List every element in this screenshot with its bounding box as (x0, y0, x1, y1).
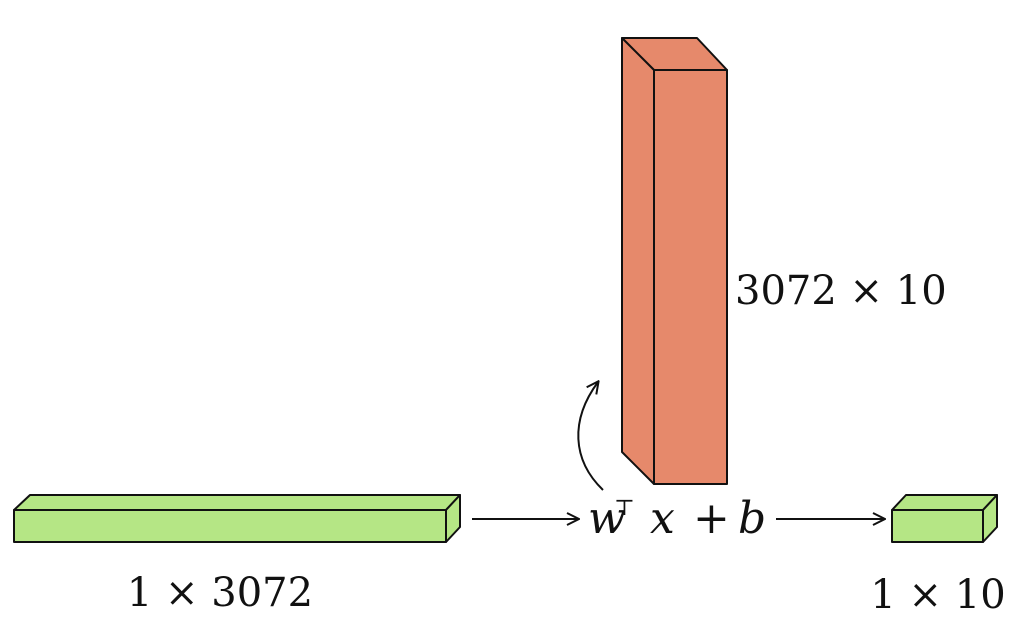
output-vector-side-face (982, 494, 998, 543)
input-vector-label: 1 × 3072 (127, 570, 313, 616)
input-vector-side-face (445, 494, 461, 543)
formula-transpose: ⊤ (614, 496, 635, 521)
formula-w: w (588, 493, 626, 544)
formula-plus: + (693, 493, 730, 544)
weight-matrix-side-face (621, 37, 655, 485)
weight-matrix-front-face (653, 69, 728, 485)
output-vector-front-face (891, 509, 984, 543)
input-vector-top-face (13, 494, 461, 511)
input-vector-block (13, 494, 461, 543)
formula-b: b (738, 493, 766, 544)
output-vector-block (891, 494, 998, 543)
input-vector-front-face (13, 509, 447, 543)
output-vector-label: 1 × 10 (870, 572, 1005, 618)
output-vector-top-face (891, 494, 998, 511)
weight-matrix-label: 3072 × 10 (735, 268, 947, 314)
curved-arrow-to-weight-matrix (577, 382, 604, 491)
weight-matrix-block (621, 37, 728, 485)
operation-formula: w ⊤ x + b (588, 476, 766, 544)
formula-x: x (650, 493, 675, 544)
